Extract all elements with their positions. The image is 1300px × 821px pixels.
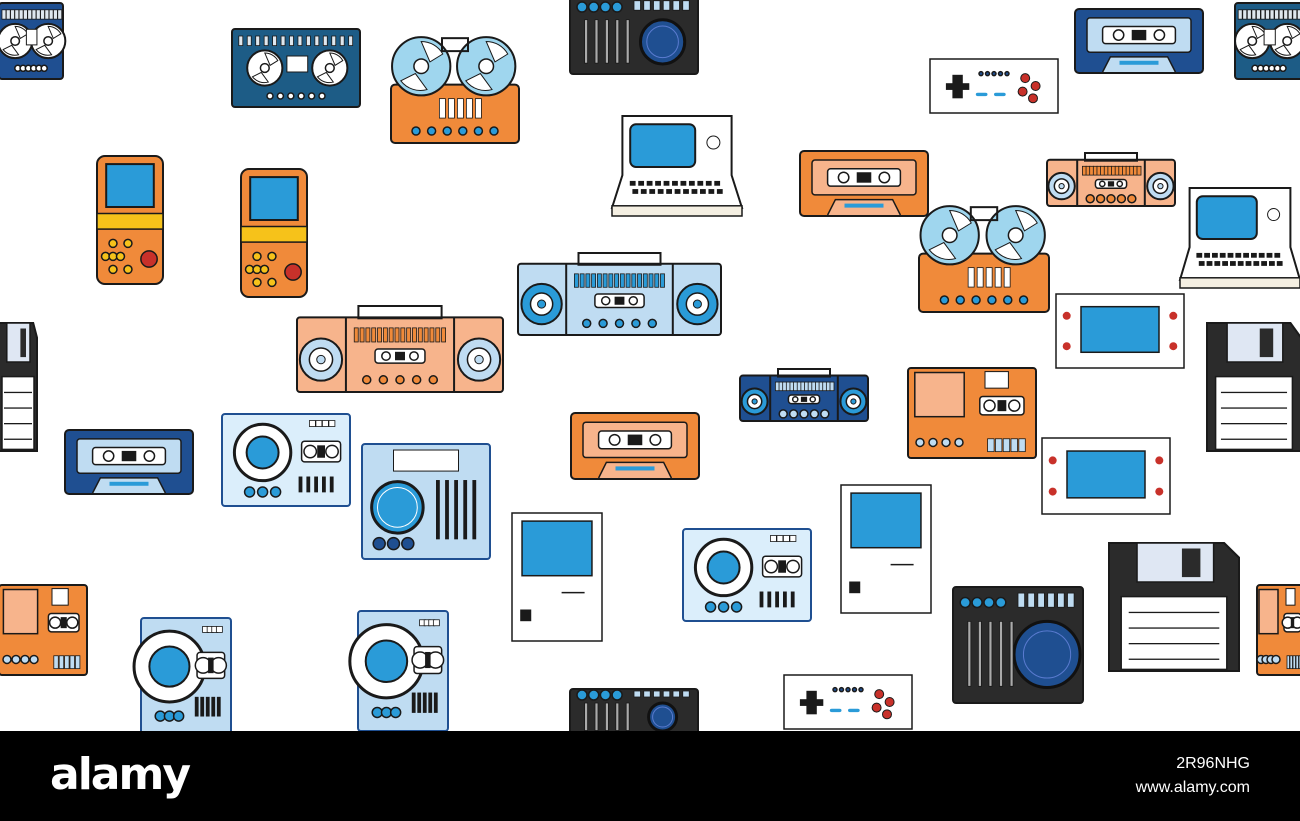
reel-illustration [390, 36, 520, 144]
cassette-illustration [1074, 8, 1204, 74]
computer-illustration [1178, 186, 1300, 289]
radio-illustration [1256, 584, 1300, 676]
boombox-illustration [739, 368, 869, 422]
dj-illustration [569, 0, 699, 75]
reelbox-illustration [231, 28, 361, 108]
player-illustration [682, 528, 812, 622]
watermark-footer: alamy 2R96NHG www.alamy.com [0, 731, 1300, 821]
player-illustration [132, 617, 232, 731]
floppy-illustration [0, 322, 38, 452]
reelbox-illustration [1234, 2, 1300, 80]
floppy-illustration [1108, 542, 1240, 672]
radio-illustration [907, 367, 1037, 459]
player-illustration [221, 413, 351, 507]
alamy-logo: alamy [50, 749, 191, 800]
image-id-label: 2R96NHG [1176, 755, 1250, 772]
reel-illustration [918, 205, 1050, 313]
dj-illustration [569, 688, 699, 731]
turntable-illustration [361, 443, 491, 560]
computer-illustration [610, 114, 744, 217]
floppy-illustration [1206, 322, 1300, 452]
reelbox-illustration [0, 2, 67, 80]
lcd-illustration [1041, 437, 1171, 515]
desktop-illustration [511, 512, 603, 642]
cassette-illustration [64, 429, 194, 495]
cassette-illustration [799, 150, 929, 217]
handheld-illustration [240, 168, 308, 298]
desktop-illustration [840, 484, 932, 614]
lcd-illustration [1055, 293, 1185, 369]
radio-illustration [0, 584, 88, 676]
retro-devices-pattern [0, 0, 1300, 731]
handheld-illustration [96, 155, 164, 285]
controller-illustration [929, 58, 1059, 114]
website-label: www.alamy.com [1135, 779, 1250, 796]
boombox-illustration [1046, 152, 1176, 207]
cassette-illustration [570, 412, 700, 480]
player-illustration [348, 610, 449, 731]
boombox-illustration [517, 252, 722, 336]
controller-illustration [783, 674, 913, 730]
dj-illustration [952, 586, 1084, 704]
boombox-illustration [296, 305, 504, 393]
